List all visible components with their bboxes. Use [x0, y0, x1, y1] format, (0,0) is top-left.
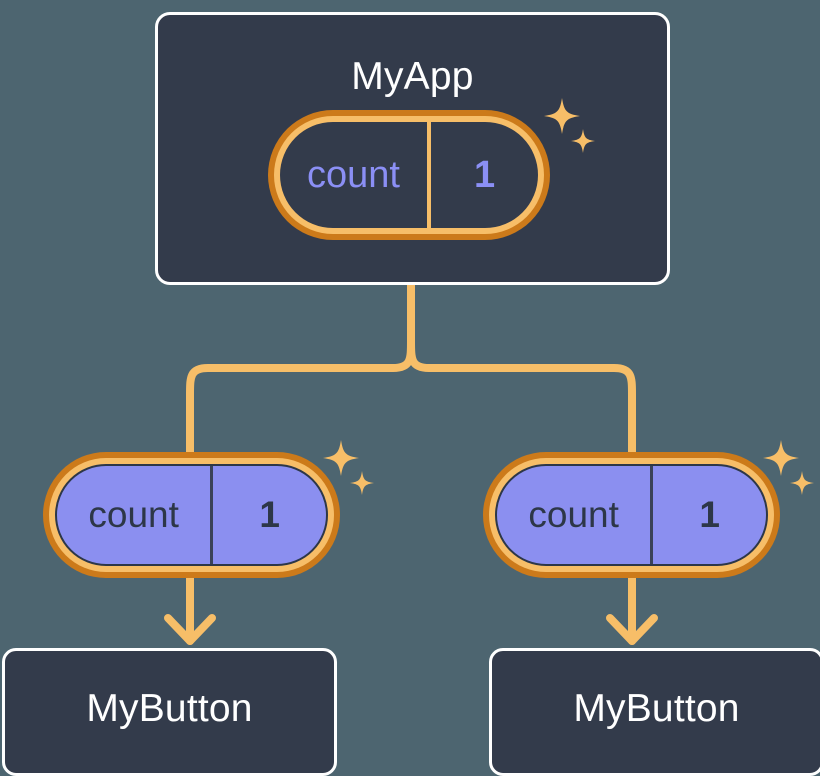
- signal-pill-ring: count 1: [489, 458, 774, 572]
- component-box-mybutton-right[interactable]: MyButton: [489, 648, 820, 776]
- signal-pill-myapp[interactable]: count 1: [268, 110, 550, 240]
- component-label-mybutton: MyButton: [86, 687, 253, 730]
- signal-key-label: count: [528, 494, 619, 535]
- signal-key-label: count: [307, 153, 400, 196]
- component-box-mybutton-left[interactable]: MyButton: [2, 648, 337, 776]
- signal-pill-child-right[interactable]: count 1: [483, 452, 780, 578]
- arrow-head-left-icon: [164, 614, 216, 645]
- signal-pill-ring: count 1: [274, 116, 544, 234]
- signal-pill-body: count 1: [280, 122, 538, 228]
- signal-pill-ring: count 1: [49, 458, 334, 572]
- component-label-mybutton: MyButton: [573, 687, 740, 730]
- signal-pill-body: count 1: [495, 464, 768, 566]
- component-label-myapp: MyApp: [351, 55, 474, 98]
- signal-value-label: 1: [427, 122, 538, 228]
- connector-trunk-split: [186, 281, 415, 456]
- connector-trunk-split-right: [407, 337, 636, 456]
- arrow-head-right-icon: [606, 614, 658, 645]
- signal-pill-child-left[interactable]: count 1: [43, 452, 340, 578]
- signal-pill-body: count 1: [55, 464, 328, 566]
- signal-value-label: 1: [650, 466, 766, 564]
- signal-key-label: count: [88, 494, 179, 535]
- signal-value-label: 1: [210, 466, 326, 564]
